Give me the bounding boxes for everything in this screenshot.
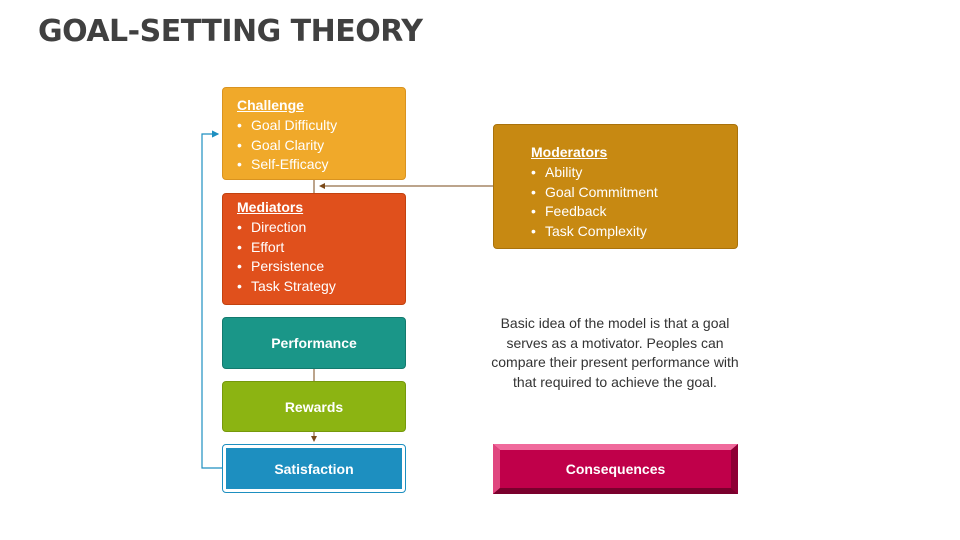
moderators-item: Goal Commitment	[531, 183, 737, 203]
rewards-label: Rewards	[284, 398, 344, 415]
satisfaction-inner: Satisfaction	[226, 448, 402, 489]
consequences-label: Consequences	[565, 461, 666, 477]
satisfaction-box: Satisfaction	[222, 444, 406, 493]
moderators-item: Ability	[531, 163, 737, 183]
performance-box: Performance	[222, 317, 406, 369]
moderators-item: Feedback	[531, 202, 737, 222]
mediators-item: Persistence	[237, 257, 405, 277]
challenge-box: Challenge Goal Difficulty Goal Clarity S…	[222, 87, 406, 180]
challenge-item: Self-Efficacy	[237, 155, 405, 175]
mediators-item: Effort	[237, 238, 405, 258]
description-text: Basic idea of the model is that a goal s…	[491, 315, 739, 390]
moderators-box: Moderators Ability Goal Commitment Feedb…	[493, 124, 738, 249]
mediators-heading: Mediators	[237, 199, 304, 215]
bevel-edge	[493, 444, 500, 494]
performance-label: Performance	[271, 335, 357, 351]
challenge-item: Goal Difficulty	[237, 116, 405, 136]
satisfaction-label: Satisfaction	[274, 460, 354, 477]
bevel-edge	[493, 444, 738, 450]
moderators-list: Ability Goal Commitment Feedback Task Co…	[531, 163, 737, 241]
mediators-list: Direction Effort Persistence Task Strate…	[237, 218, 405, 296]
consequences-box: Consequences	[493, 444, 738, 494]
page-title: GOAL-SETTING THEORY	[38, 14, 423, 49]
mediators-item: Task Strategy	[237, 277, 405, 297]
rewards-box: Rewards	[222, 381, 406, 432]
moderators-heading: Moderators	[531, 144, 608, 160]
moderators-item: Task Complexity	[531, 222, 737, 242]
bevel-edge	[731, 444, 738, 494]
feedback-loop-arrow	[201, 130, 222, 469]
mediators-item: Direction	[237, 218, 405, 238]
mediators-box: Mediators Direction Effort Persistence T…	[222, 193, 406, 305]
challenge-list: Goal Difficulty Goal Clarity Self-Effica…	[237, 116, 405, 175]
challenge-heading: Challenge	[237, 97, 304, 113]
bevel-edge	[493, 488, 738, 494]
challenge-item: Goal Clarity	[237, 136, 405, 156]
